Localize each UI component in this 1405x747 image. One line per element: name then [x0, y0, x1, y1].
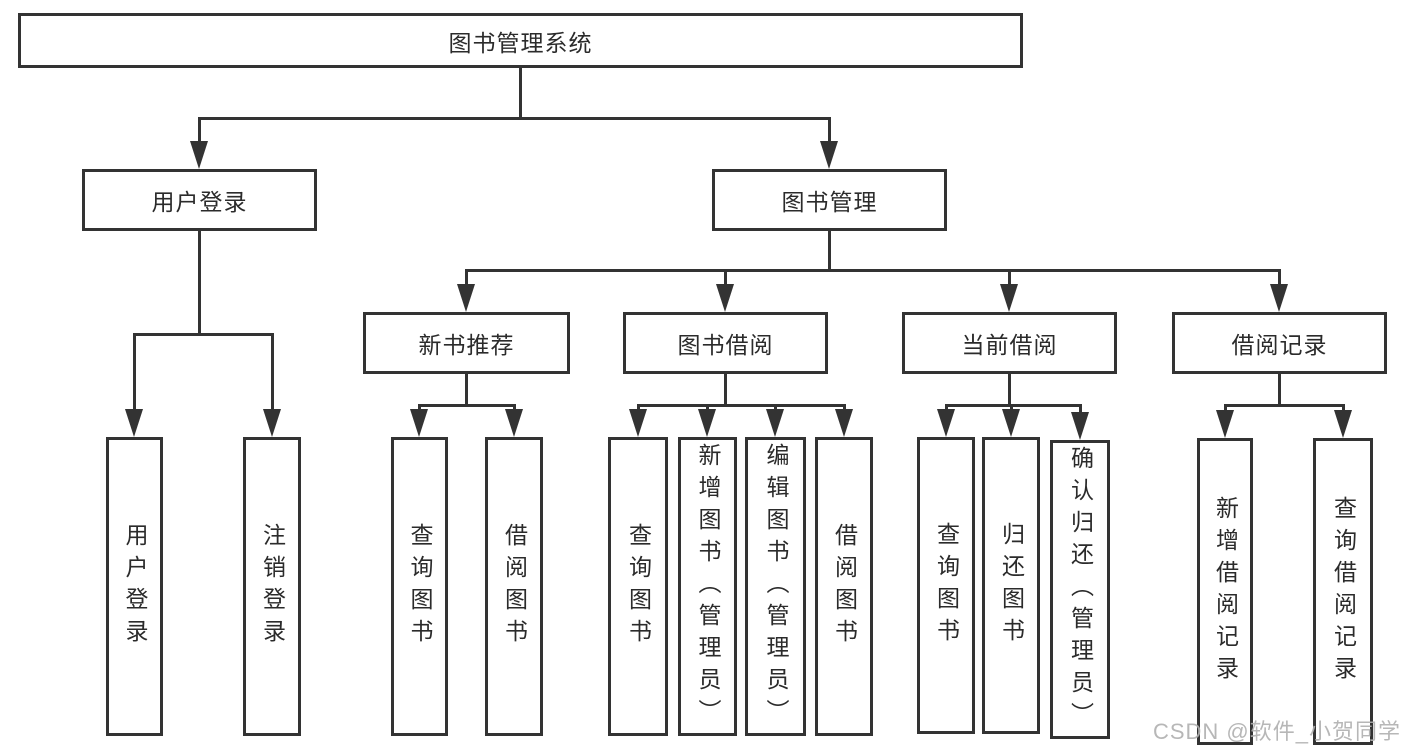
connector-drop: [271, 334, 274, 409]
connector-vline: [1008, 374, 1011, 407]
connector-drop: [828, 118, 831, 141]
arrow-down-icon: [698, 409, 716, 437]
arrow-down-icon: [457, 284, 475, 312]
connector-drop: [637, 405, 640, 409]
leaf-user-login: 用户登录: [106, 437, 163, 736]
connector-drop: [945, 405, 948, 409]
arrow-down-icon: [1216, 410, 1234, 438]
connector-rail: [198, 117, 831, 120]
connector-drop: [724, 270, 727, 284]
connector-drop: [1224, 405, 1227, 410]
connector-vline: [828, 231, 831, 272]
arrow-down-icon: [263, 409, 281, 437]
connector-rail: [133, 333, 274, 336]
leaf-query-books-3: 查询图书: [917, 437, 975, 734]
leaf-confirm-return-admin: 确认归还（管理员）: [1050, 440, 1110, 739]
connector-vline: [1278, 374, 1281, 407]
node-root: 图书管理系统: [18, 13, 1023, 68]
connector-drop: [465, 270, 468, 284]
connector-drop: [1278, 270, 1281, 284]
leaf-query-borrow-record: 查询借阅记录: [1313, 438, 1373, 745]
leaf-query-books-1: 查询图书: [391, 437, 448, 736]
connector-drop: [513, 405, 516, 409]
arrow-down-icon: [820, 141, 838, 169]
connector-rail: [637, 404, 846, 407]
connector-vline: [465, 374, 468, 407]
connector-drop: [418, 405, 421, 409]
connector-rail: [465, 269, 1281, 272]
node-borrow-records: 借阅记录: [1172, 312, 1387, 374]
node-book-borrow: 图书借阅: [623, 312, 828, 374]
leaf-borrow-books-1: 借阅图书: [485, 437, 543, 736]
arrow-down-icon: [835, 409, 853, 437]
connector-vline: [724, 374, 727, 407]
connector-vline: [198, 231, 201, 336]
node-user-login: 用户登录: [82, 169, 317, 231]
leaf-add-borrow-record: 新增借阅记录: [1197, 438, 1253, 745]
arrow-down-icon: [716, 284, 734, 312]
node-book-management: 图书管理: [712, 169, 947, 231]
leaf-borrow-books-2: 借阅图书: [815, 437, 873, 736]
leaf-logout: 注销登录: [243, 437, 301, 736]
arrow-down-icon: [1002, 409, 1020, 437]
connector-drop: [843, 405, 846, 409]
arrow-down-icon: [410, 409, 428, 437]
connector-drop: [774, 405, 777, 409]
connector-drop: [198, 118, 201, 141]
leaf-return-book: 归还图书: [982, 437, 1040, 734]
connector-rail: [945, 404, 1082, 407]
arrow-down-icon: [1334, 410, 1352, 438]
connector-drop: [133, 334, 136, 409]
leaf-add-book-admin: 新增图书（管理员）: [678, 437, 737, 736]
arrow-down-icon: [766, 409, 784, 437]
connector-drop: [1342, 405, 1345, 410]
arrow-down-icon: [1270, 284, 1288, 312]
connector-drop: [1010, 405, 1013, 409]
arrow-down-icon: [1000, 284, 1018, 312]
connector-rail: [418, 404, 516, 407]
arrow-down-icon: [629, 409, 647, 437]
connector-drop: [1008, 270, 1011, 284]
leaf-query-books-2: 查询图书: [608, 437, 668, 736]
connector-rail: [1224, 404, 1345, 407]
arrow-down-icon: [937, 409, 955, 437]
connector-drop: [1079, 405, 1082, 412]
connector-vline: [519, 68, 522, 120]
arrow-down-icon: [505, 409, 523, 437]
leaf-edit-book-admin: 编辑图书（管理员）: [745, 437, 806, 736]
arrow-down-icon: [1071, 412, 1089, 440]
node-current-borrow: 当前借阅: [902, 312, 1117, 374]
arrow-down-icon: [125, 409, 143, 437]
connector-drop: [706, 405, 709, 409]
node-new-book-recommend: 新书推荐: [363, 312, 570, 374]
watermark: CSDN @软件_小贺同学: [1152, 719, 1401, 744]
arrow-down-icon: [190, 141, 208, 169]
